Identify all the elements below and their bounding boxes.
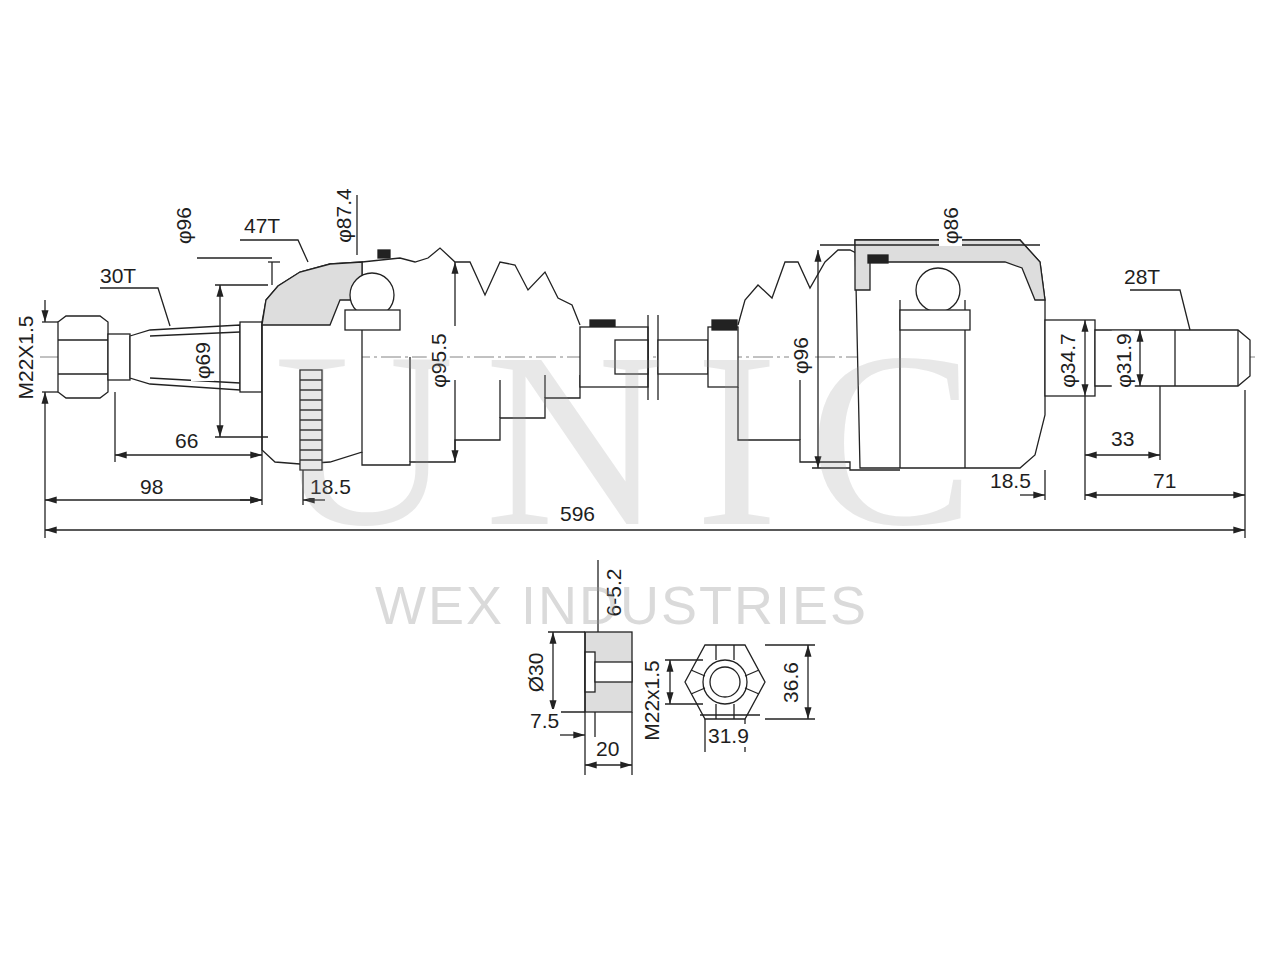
dimension-label: 36.6 (779, 660, 802, 705)
watermark: WEX INDUSTRIES (375, 578, 868, 632)
dimension-label: 47T (242, 214, 282, 237)
dimension-label: 31.9 (706, 724, 751, 747)
dimension-label: φ31.9 (1112, 331, 1135, 390)
dimension-label: φ34.7 (1056, 331, 1079, 390)
dimension-label: Ø30 (524, 651, 547, 695)
watermark: UNIC (274, 315, 1005, 565)
dimension-label: 7.5 (528, 709, 561, 732)
dimension-label: 30T (98, 264, 138, 287)
dimension-label: φ69 (191, 340, 214, 381)
dimension-label: 20 (594, 737, 621, 760)
dimension-label: φ96 (172, 205, 195, 246)
dimension-label: 98 (138, 475, 165, 498)
dimension-label: M22X1.5 (14, 313, 37, 401)
dimension-label: 71 (1151, 469, 1178, 492)
dimension-label: φ87.4 (332, 186, 355, 245)
dimension-label: 66 (173, 429, 200, 452)
dimension-label: 28T (1122, 265, 1162, 288)
dimension-label: M22x1.5 (640, 658, 663, 743)
dimension-label: 33 (1109, 427, 1136, 450)
dimension-label: φ86 (939, 205, 962, 246)
